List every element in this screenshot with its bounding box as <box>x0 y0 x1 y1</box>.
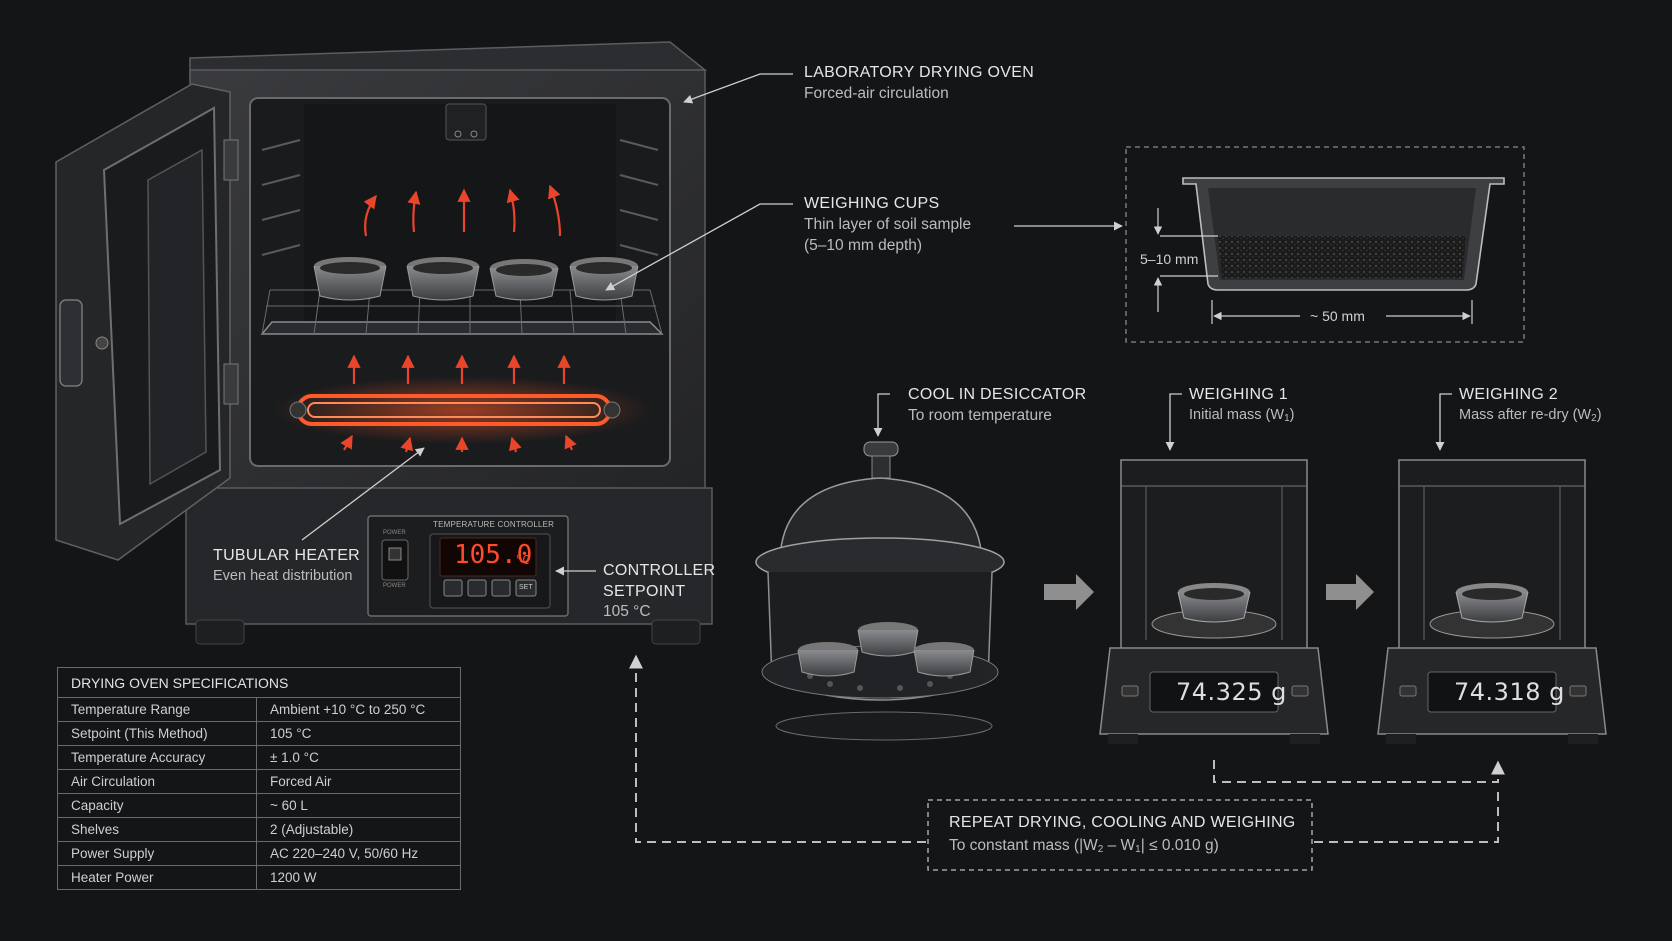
controller-line2: SETPOINT <box>603 583 686 601</box>
spec-key: Air Circulation <box>57 769 257 794</box>
repeat-title: REPEAT DRYING, COOLING AND WEIGHING <box>949 814 1296 831</box>
power-label-bottom: POWER <box>383 583 406 589</box>
scale1-reading: 74.325 g <box>1176 678 1287 706</box>
weighing2-subtitle: Mass after re-dry (W2) <box>1459 407 1602 425</box>
weighing2-title: WEIGHING 2 <box>1459 386 1559 403</box>
controller-line3: 105 °C <box>603 603 651 621</box>
oven-door <box>55 83 239 561</box>
power-label-top: POWER <box>383 530 406 536</box>
spec-value: 1200 W <box>256 865 461 890</box>
weighing-cups-in-oven <box>313 257 639 301</box>
spec-value: ~ 60 L <box>256 793 461 818</box>
controller-display-value: 105.0 <box>454 540 533 570</box>
cup-depth-label: 5–10 mm <box>1140 251 1198 267</box>
oven-callout: LABORATORY DRYING OVEN Forced-air circul… <box>804 63 1034 104</box>
set-button-label: SET <box>519 584 533 591</box>
spec-key: Heater Power <box>57 865 257 890</box>
analytical-balance-1 <box>1099 459 1329 744</box>
desiccator-title: COOL IN DESICCATOR <box>908 386 1087 403</box>
heater-callout: TUBULAR HEATER Even heat distribution <box>213 546 360 586</box>
spec-key: Setpoint (This Method) <box>57 721 257 746</box>
heater-title: TUBULAR HEATER <box>213 547 361 564</box>
spec-value: AC 220–240 V, 50/60 Hz <box>256 841 461 866</box>
cups-title: WEIGHING CUPS <box>804 195 940 212</box>
spec-value: 105 °C <box>256 721 461 746</box>
spec-row: Capacity~ 60 L <box>57 793 461 818</box>
weighing1-callout: WEIGHING 1 Initial mass (W1) <box>1189 385 1294 425</box>
cups-line2: (5–10 mm depth) <box>804 236 923 254</box>
weighing1-subtitle: Initial mass (W1) <box>1189 407 1295 425</box>
scale2-reading: 74.318 g <box>1454 678 1565 706</box>
desiccator-subtitle: To room temperature <box>908 407 1052 425</box>
oven-subtitle: Forced-air circulation <box>804 85 949 103</box>
spec-key: Temperature Accuracy <box>57 745 257 770</box>
oven-title: LABORATORY DRYING OVEN <box>804 64 1035 81</box>
analytical-balance-2 <box>1377 459 1607 744</box>
process-arrows <box>1044 574 1374 610</box>
controller-display-unit: °C <box>515 553 530 567</box>
specifications-table: DRYING OVEN SPECIFICATIONS Temperature R… <box>57 667 461 890</box>
spec-value: 2 (Adjustable) <box>256 817 461 842</box>
spec-key: Temperature Range <box>57 697 257 722</box>
spec-key: Power Supply <box>57 841 257 866</box>
desiccator <box>755 441 1005 741</box>
spec-value: ± 1.0 °C <box>256 745 461 770</box>
desiccator-callout: COOL IN DESICCATOR To room temperature <box>908 385 1086 426</box>
specifications-title: DRYING OVEN SPECIFICATIONS <box>57 667 461 698</box>
spec-value: Forced Air <box>256 769 461 794</box>
spec-key: Capacity <box>57 793 257 818</box>
cups-callout: WEIGHING CUPS Thin layer of soil sample … <box>804 194 971 255</box>
cup-cross-section: 5–10 mm ~ 50 mm <box>1125 146 1525 343</box>
heater-subtitle: Even heat distribution <box>213 568 353 585</box>
tubular-heater <box>272 376 652 444</box>
controller-callout: CONTROLLER SETPOINT 105 °C <box>603 561 715 622</box>
weighing1-title: WEIGHING 1 <box>1189 386 1289 403</box>
spec-row: Temperature Accuracy± 1.0 °C <box>57 745 461 770</box>
spec-row: Setpoint (This Method)105 °C <box>57 721 461 746</box>
drying-oven <box>55 41 713 645</box>
repeat-callout: REPEAT DRYING, COOLING AND WEIGHING To c… <box>949 813 1296 856</box>
spec-value: Ambient +10 °C to 250 °C <box>256 697 461 722</box>
spec-key: Shelves <box>57 817 257 842</box>
temperature-controller-panel <box>367 515 569 617</box>
cups-line1: Thin layer of soil sample <box>804 216 972 234</box>
weighing2-callout: WEIGHING 2 Mass after re-dry (W2) <box>1459 385 1602 425</box>
controller-panel-title: TEMPERATURE CONTROLLER <box>433 520 555 529</box>
cup-width-label: ~ 50 mm <box>1310 308 1365 324</box>
controller-line1: CONTROLLER <box>603 562 716 579</box>
repeat-loop-lines <box>629 654 1505 871</box>
repeat-subtitle: To constant mass (|W2 – W1| ≤ 0.010 g) <box>949 837 1219 856</box>
